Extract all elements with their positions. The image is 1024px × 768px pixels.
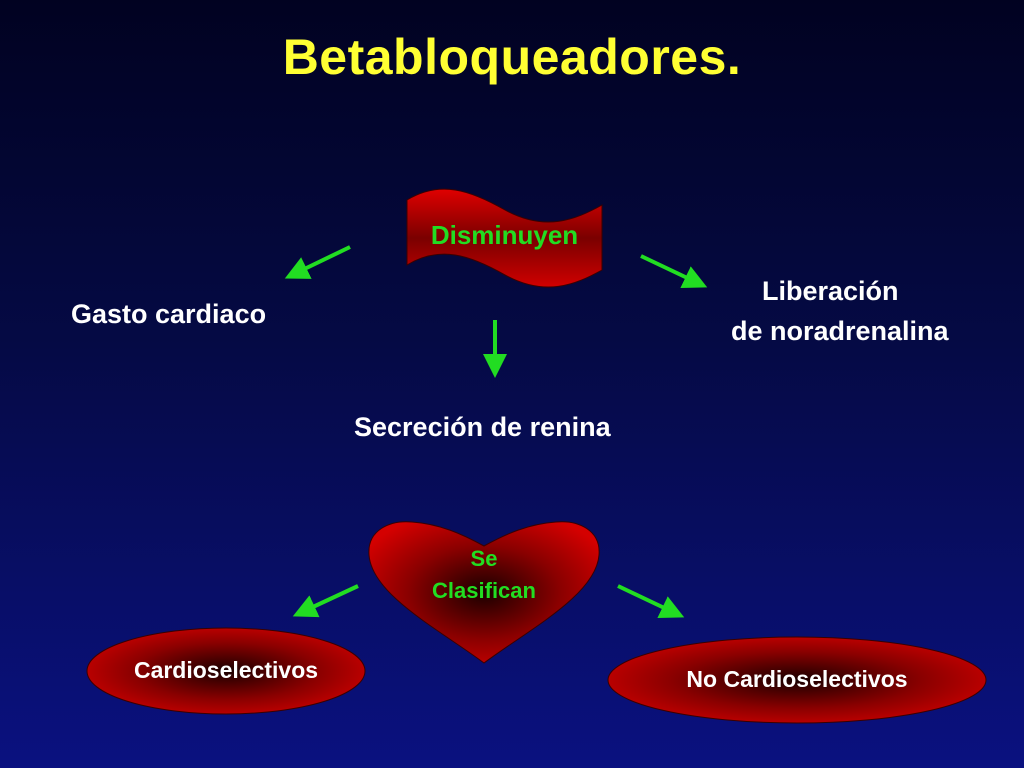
arrow-to-cardioselectivos-icon	[292, 584, 359, 618]
arrow-to-gasto-icon	[284, 245, 351, 279]
no-cardioselectivos-label: No Cardioselectivos	[686, 666, 908, 692]
secrecion-renina-label: Secreción de renina	[354, 412, 611, 442]
no-cardioselectivos-ellipse	[607, 636, 987, 724]
liberacion-label: Liberación	[762, 276, 899, 306]
gasto-cardiaco-label: Gasto cardiaco	[71, 299, 267, 329]
page-title: Betabloqueadores.	[282, 29, 742, 85]
disminuyen-banner-shape	[406, 188, 603, 288]
se-label: Se	[470, 546, 498, 571]
cardioselectivos-label: Cardioselectivos	[133, 657, 319, 683]
arrow-to-liberacion-icon	[640, 254, 708, 288]
clasifican-label: Clasifican	[432, 578, 536, 603]
arrow-to-no-cardioselectivos-icon	[617, 584, 685, 618]
cardioselectivos-ellipse	[86, 627, 366, 715]
disminuyen-label: Disminuyen	[430, 220, 579, 250]
noradrenalina-label: de noradrenalina	[731, 316, 949, 346]
heart-shape	[368, 521, 600, 664]
